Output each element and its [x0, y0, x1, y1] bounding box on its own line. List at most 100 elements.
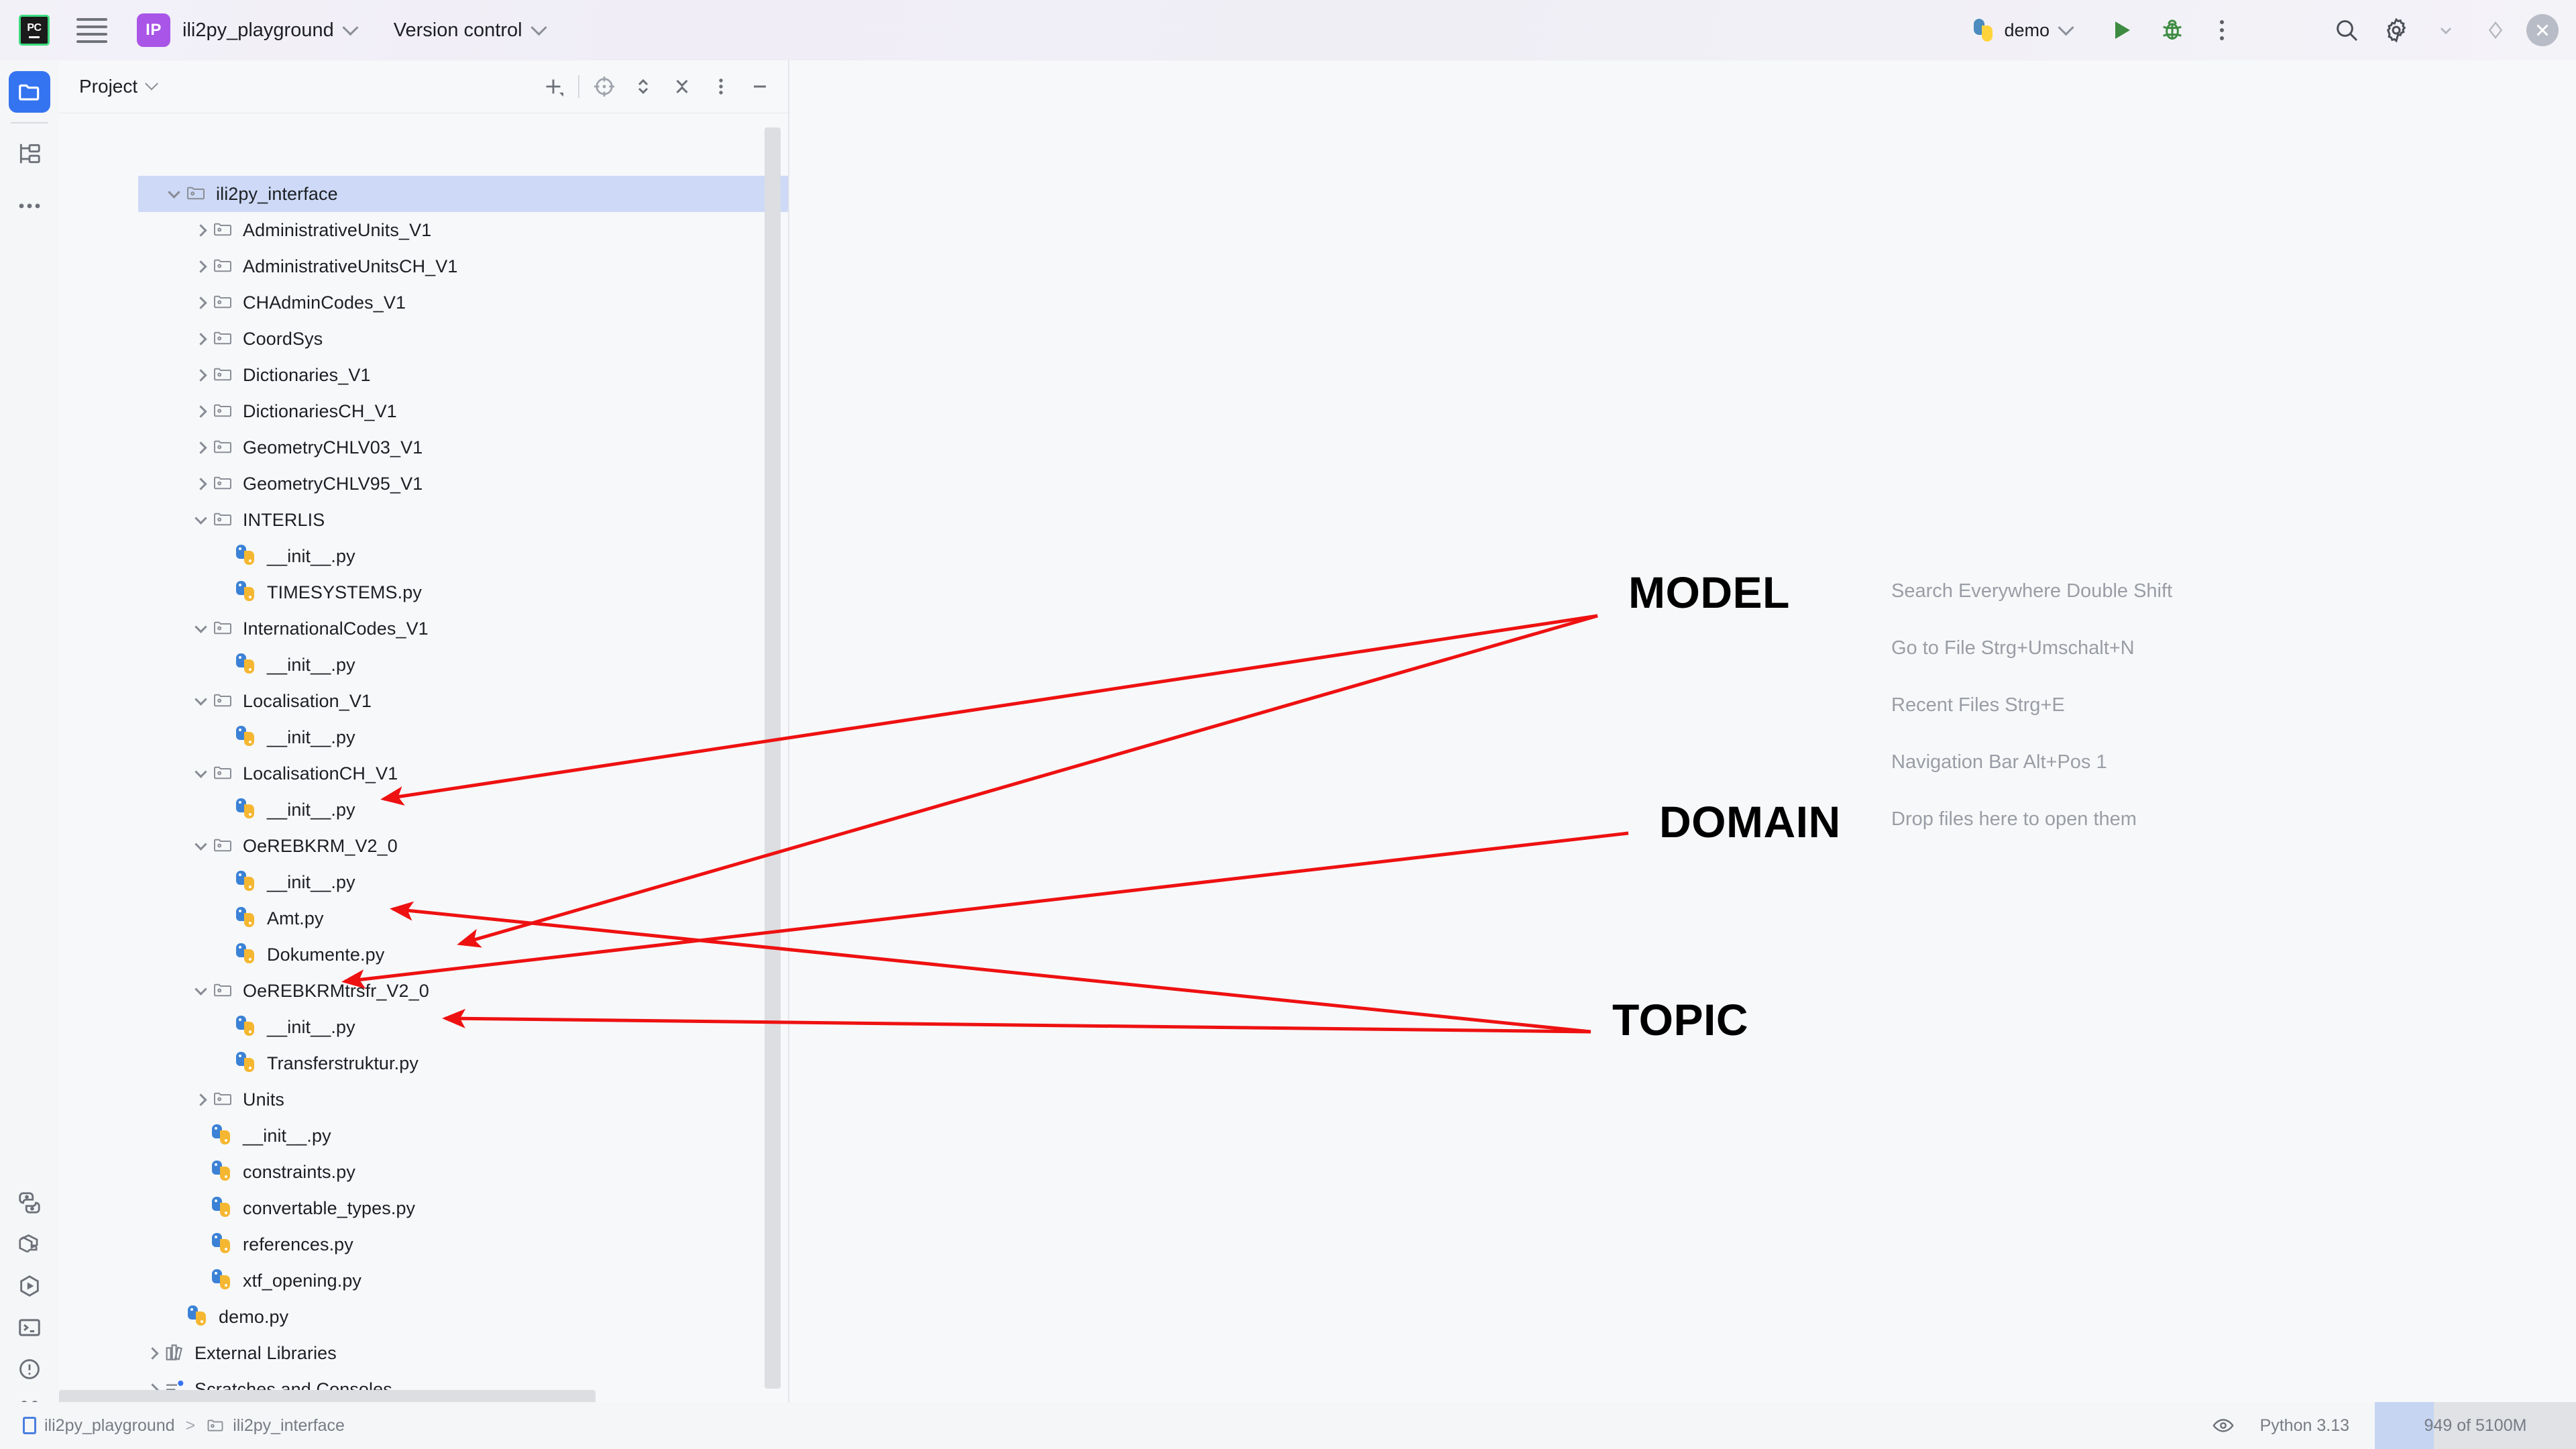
- sidebar-item-python-packages[interactable]: [9, 1224, 50, 1265]
- chevron-down-icon[interactable]: [145, 76, 159, 91]
- tree-row-label: CHAdminCodes_V1: [243, 292, 406, 313]
- tree-row[interactable]: references.py: [118, 1226, 848, 1263]
- tree-row[interactable]: __init__.py: [118, 864, 848, 900]
- settings-gear-icon[interactable]: [2377, 11, 2415, 49]
- memory-indicator[interactable]: 949 of 5100M: [2375, 1402, 2576, 1449]
- chevron-down-icon[interactable]: [189, 508, 212, 531]
- tree-row[interactable]: TIMESYSTEMS.py: [118, 574, 848, 610]
- chevron-right-icon[interactable]: [189, 1088, 212, 1111]
- run-icon[interactable]: [2104, 11, 2141, 49]
- status-bar: ili2py_playground > ili2py_interface Pyt…: [0, 1402, 2576, 1449]
- close-window-icon[interactable]: [2526, 14, 2559, 46]
- project-tree-vertical-scrollbar[interactable]: [765, 127, 781, 1389]
- tree-row[interactable]: AdministrativeUnitsCH_V1: [118, 248, 848, 284]
- tree-row[interactable]: __init__.py: [118, 719, 848, 755]
- tree-row[interactable]: Units: [118, 1081, 848, 1118]
- chevron-right-icon[interactable]: [189, 364, 212, 386]
- tree-row[interactable]: DictionariesCH_V1: [118, 393, 848, 429]
- project-name-button[interactable]: ili2py_playground: [170, 19, 359, 42]
- tree-row[interactable]: CoordSys: [118, 321, 848, 357]
- tree-spacer: [213, 907, 236, 930]
- expand-all-button[interactable]: [625, 68, 661, 105]
- sidebar-item-python-console[interactable]: [9, 1182, 50, 1224]
- tree-row[interactable]: Dictionaries_V1: [118, 357, 848, 393]
- tree-row-label: CoordSys: [243, 328, 323, 349]
- chevron-down-icon[interactable]: [189, 835, 212, 857]
- chevron-right-icon[interactable]: [189, 400, 212, 423]
- python-file-icon: [212, 1161, 235, 1183]
- editor-hint: Go to File Strg+Umschalt+N: [1891, 637, 2135, 659]
- chevron-down-icon[interactable]: [189, 690, 212, 712]
- updates-chevron-icon[interactable]: [2427, 11, 2465, 49]
- tree-row-label: xtf_opening.py: [243, 1270, 362, 1291]
- run-configuration-selector[interactable]: demo: [1973, 19, 2074, 42]
- chevron-down-icon[interactable]: [189, 979, 212, 1002]
- chevron-right-icon[interactable]: [189, 291, 212, 314]
- reader-mode-eye-icon[interactable]: [2212, 1414, 2235, 1437]
- diamond-icon[interactable]: [2477, 11, 2514, 49]
- tree-row[interactable]: __init__.py: [118, 647, 848, 683]
- tree-row-label: Units: [243, 1089, 285, 1110]
- tree-row[interactable]: __init__.py: [118, 1118, 848, 1154]
- interpreter-label[interactable]: Python 3.13: [2259, 1415, 2349, 1435]
- folder-module-icon: [212, 1088, 235, 1111]
- toolbar-divider: [578, 75, 579, 98]
- version-control-button[interactable]: Version control: [356, 19, 547, 42]
- tree-row[interactable]: OeREBKRM_V2_0: [118, 828, 848, 864]
- tree-spacer: [189, 1197, 212, 1220]
- collapse-all-button[interactable]: [664, 68, 700, 105]
- sidebar-item-problems[interactable]: [9, 1348, 50, 1390]
- chevron-down-icon[interactable]: [189, 617, 212, 640]
- tree-row[interactable]: OeREBKRMtrsfr_V2_0: [118, 973, 848, 1009]
- tree-row[interactable]: ili2py_interface: [138, 176, 829, 212]
- chevron-right-icon[interactable]: [189, 436, 212, 459]
- tree-row[interactable]: External Libraries: [118, 1335, 848, 1371]
- tree-row[interactable]: __init__.py: [118, 538, 848, 574]
- tree-row-label: convertable_types.py: [243, 1197, 416, 1218]
- tree-row[interactable]: INTERLIS: [118, 502, 848, 538]
- tree-row[interactable]: CHAdminCodes_V1: [118, 284, 848, 321]
- tree-row[interactable]: xtf_opening.py: [118, 1263, 848, 1299]
- panel-options-button[interactable]: [703, 68, 739, 105]
- breadcrumb-item-folder[interactable]: ili2py_interface: [233, 1415, 345, 1435]
- add-new-button[interactable]: [535, 68, 571, 105]
- sidebar-item-project[interactable]: [9, 71, 50, 113]
- chevron-right-icon[interactable]: [141, 1342, 164, 1364]
- sidebar-more-tool-windows[interactable]: [9, 185, 50, 227]
- tree-row[interactable]: convertable_types.py: [118, 1190, 848, 1226]
- hamburger-menu-icon[interactable]: [76, 15, 107, 45]
- chevron-right-icon[interactable]: [189, 219, 212, 241]
- folder-module-icon: [212, 327, 235, 350]
- chevron-right-icon[interactable]: [189, 255, 212, 278]
- tree-row[interactable]: LocalisationCH_V1: [118, 755, 848, 792]
- tree-row[interactable]: constraints.py: [118, 1154, 848, 1190]
- sidebar-item-structure[interactable]: [9, 133, 50, 174]
- tree-row[interactable]: Dokumente.py: [118, 936, 848, 973]
- tree-row[interactable]: demo.py: [118, 1299, 848, 1335]
- sidebar-item-run[interactable]: [9, 1265, 50, 1307]
- debug-icon[interactable]: [2153, 11, 2191, 49]
- hide-panel-button[interactable]: [742, 68, 778, 105]
- more-actions-icon[interactable]: [2203, 11, 2241, 49]
- tree-row[interactable]: __init__.py: [118, 1009, 848, 1045]
- chevron-down-icon[interactable]: [189, 762, 212, 785]
- tree-row[interactable]: Amt.py: [118, 900, 848, 936]
- tree-row[interactable]: Transferstruktur.py: [118, 1045, 848, 1081]
- tree-row[interactable]: GeometryCHLV95_V1: [118, 466, 848, 502]
- tree-row-label: Dictionaries_V1: [243, 364, 371, 385]
- sidebar-item-terminal[interactable]: [9, 1307, 50, 1348]
- select-opened-file-button[interactable]: [586, 68, 622, 105]
- chevron-right-icon[interactable]: [189, 472, 212, 495]
- tree-row[interactable]: GeometryCHLV03_V1: [118, 429, 848, 466]
- python-file-icon: [236, 1052, 259, 1075]
- tree-row[interactable]: InternationalCodes_V1: [118, 610, 848, 647]
- search-icon[interactable]: [2328, 11, 2365, 49]
- tree-row[interactable]: __init__.py: [118, 792, 848, 828]
- chevron-down-icon[interactable]: [162, 182, 185, 205]
- tree-row[interactable]: Localisation_V1: [118, 683, 848, 719]
- breadcrumb-item-project[interactable]: ili2py_playground: [44, 1415, 175, 1435]
- tree-row[interactable]: AdministrativeUnits_V1: [118, 212, 848, 248]
- chevron-right-icon[interactable]: [189, 327, 212, 350]
